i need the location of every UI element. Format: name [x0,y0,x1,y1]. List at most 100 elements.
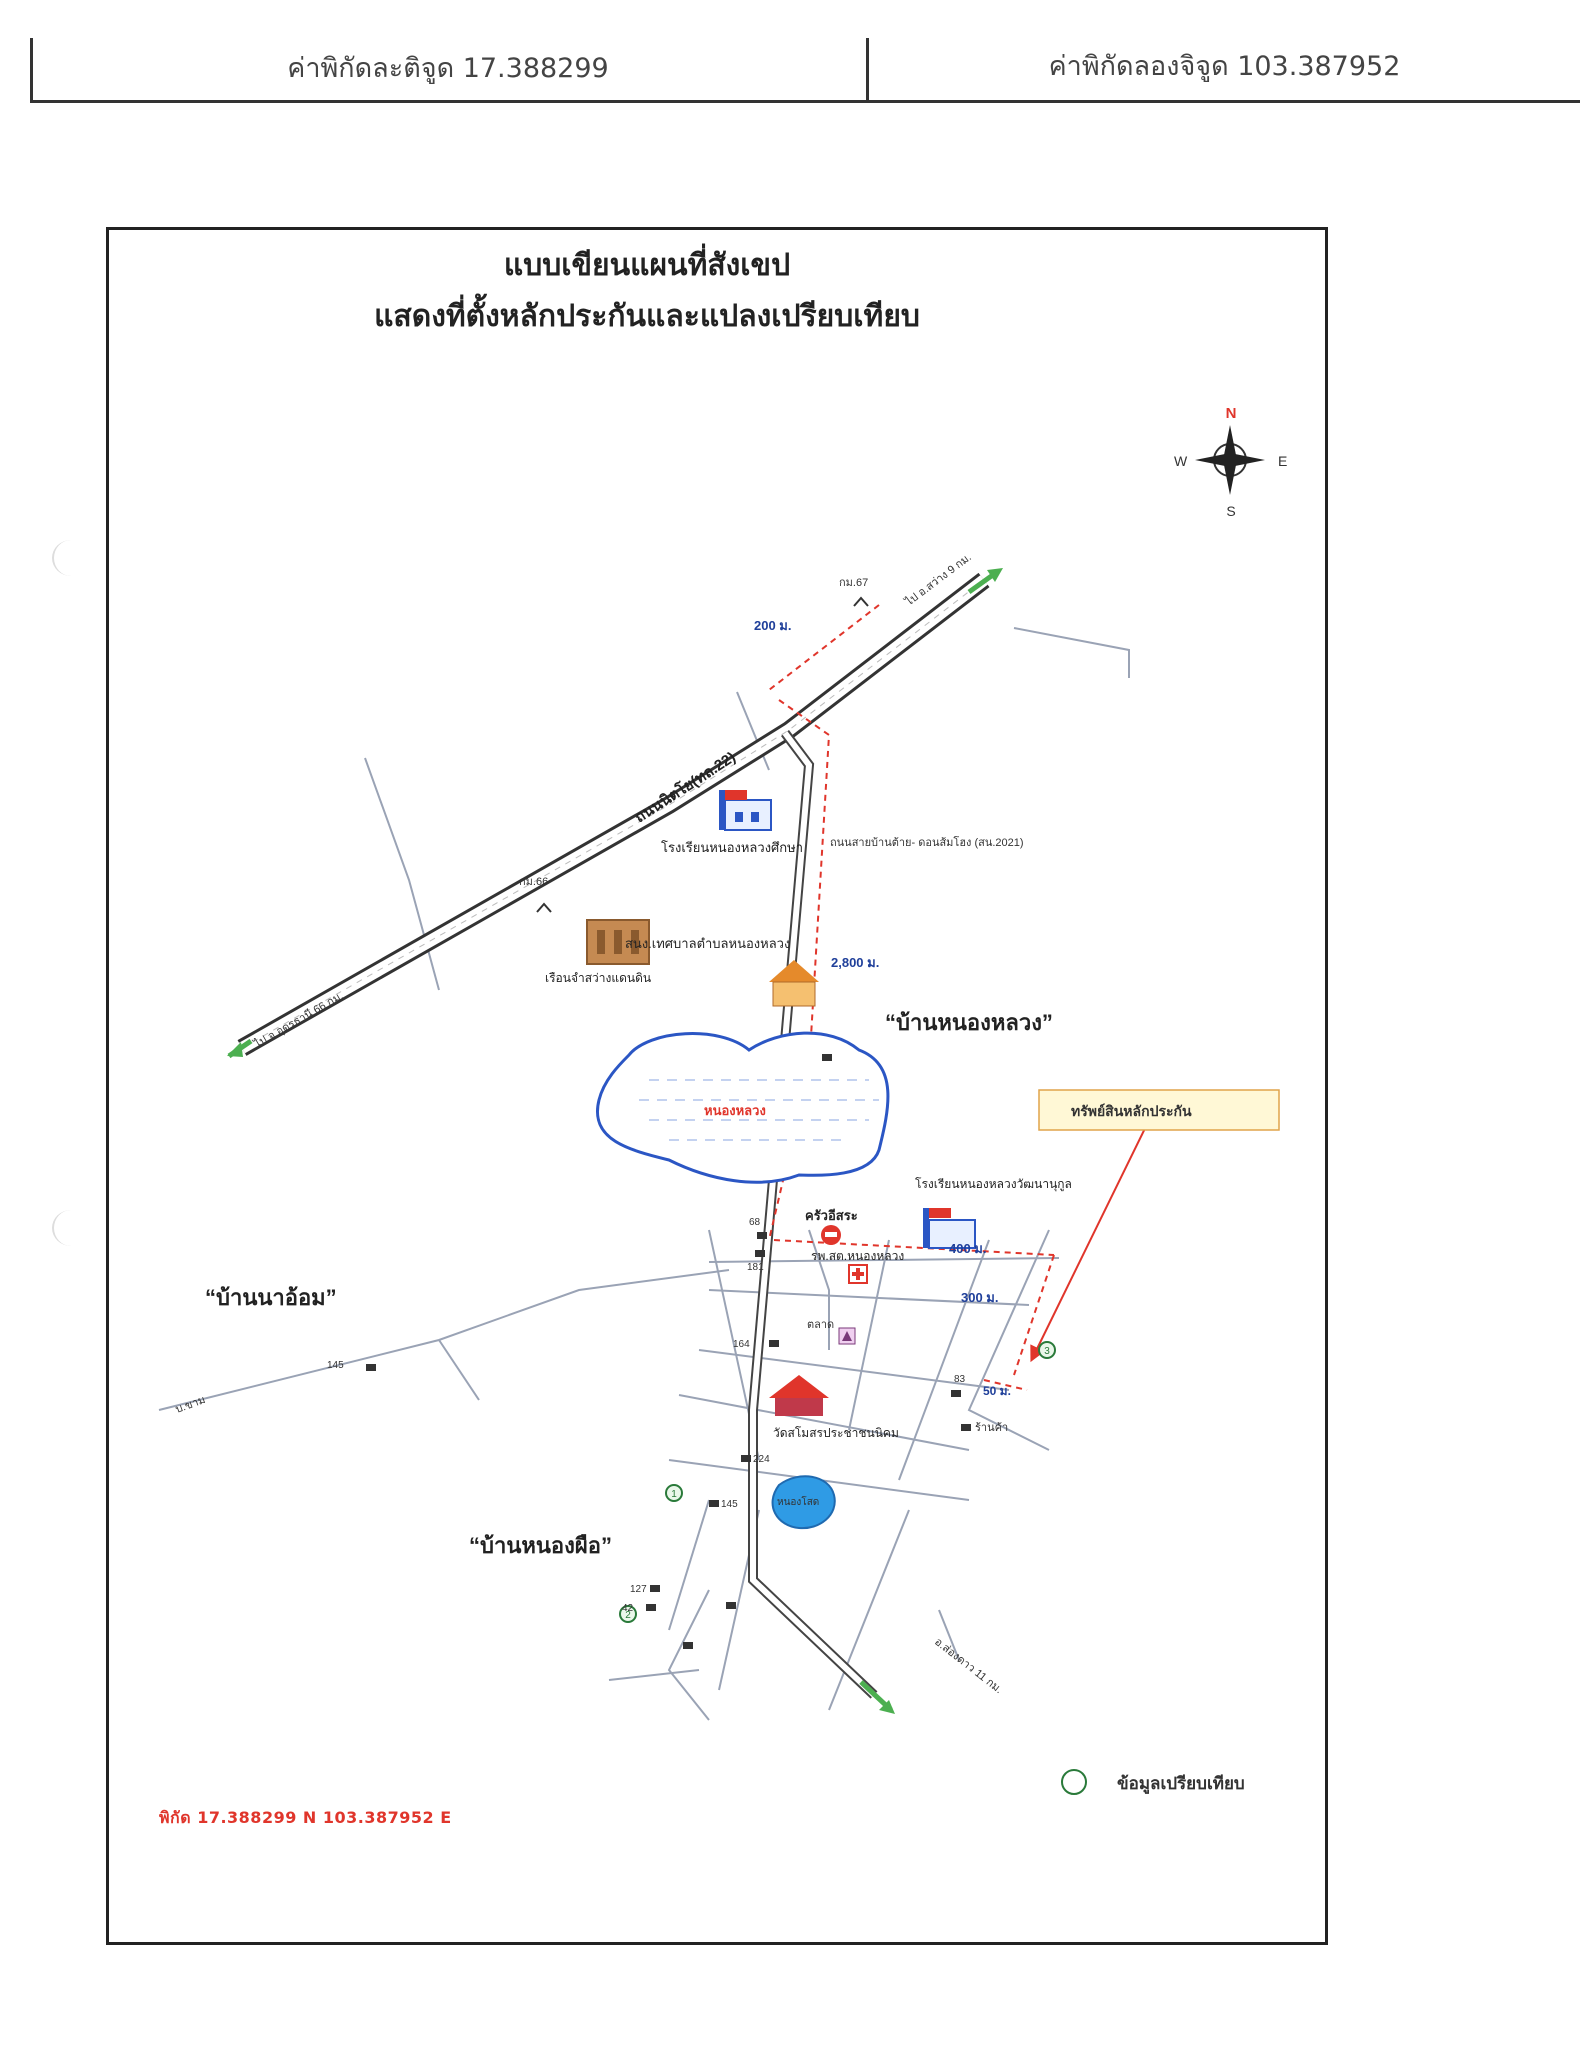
municipality-icon [769,960,819,1007]
road-to-bkham [158,1269,730,1411]
collateral-pointer [1030,1109,1155,1363]
local-road-label: ถนนสายบ้านต้าย- ดอนส้มโฮง (สน.2021) [830,835,1024,849]
header-divider [866,38,869,100]
legend-label: ข้อมูลเปรียบเทียบ [1117,1774,1245,1794]
comparison-marker-2-label: 2 [625,1610,631,1621]
highway-22 [237,572,990,1056]
house-164-label: 164 [733,1339,750,1350]
map-frame: แบบเขียนแผนที่สังเขป แสดงที่ตั้งหลักประก… [106,227,1328,1945]
house-42-icon [646,1604,656,1611]
village-naom-label: “บ้านนาอ้อม” [205,1285,337,1310]
compass-e-label: E [1278,453,1287,469]
cross-street-3 [848,1239,890,1431]
lake-label: หนองหลวง [704,1103,766,1118]
south-road-1 [668,1499,710,1631]
coordinate-note: พิกัด 17.388299 N 103.387952 E [159,1808,452,1827]
to-udon-label: ไป จ.อุดรธานี 66 กม. [251,989,345,1051]
route-400m [773,1239,1055,1256]
legend-comparison-icon [1061,1769,1087,1795]
lake-nonglaung [596,1031,890,1184]
comparison-markers [619,1341,1056,1623]
south-road-3 [667,1589,710,1721]
km67-marker-icon [853,596,869,607]
distance-50-label: 50 ม. [983,1384,1011,1398]
compass-icon [1195,425,1265,495]
arrow-to-udon-head [227,1042,243,1057]
house-markers [366,1054,971,1649]
house-south2-icon [683,1642,693,1649]
comparison-marker-1 [665,1484,683,1502]
map-subtitle: แสดงที่ตั้งหลักประกันและแปลงเปรียบเทียบ [374,299,920,334]
sketch-map: N S E W กม.67 ไป อ.สว่าง 9 กม. 200 ม. ถน… [158,405,1287,1721]
lake-water-lines [639,1079,879,1141]
collateral-box [1038,1089,1280,1131]
house-145b-label: 145 [721,1499,738,1510]
distance-2800-label: 2,800 ม. [831,955,879,970]
house-south-icon [726,1602,736,1609]
red-route [768,604,1055,1391]
street-3 [698,1349,1010,1391]
hospital-icon [848,1264,868,1284]
comparison-marker-3-label: 3 [1044,1346,1050,1357]
village-nongphue-label: “บ้านหนองผือ” [469,1533,612,1558]
arrow-to-songdao-head [879,1700,895,1714]
branch-to-naom [438,1339,480,1401]
cross-street-2 [808,1229,830,1350]
collateral-label: ทรัพย์สินหลักประกัน [1071,1103,1192,1119]
south-road-6 [608,1669,700,1681]
compass-w-label: W [1174,453,1188,469]
house-145a-icon [366,1364,376,1371]
punch-hole-top [52,540,90,576]
school-top-icon [719,790,772,831]
minor-road-ne [1013,627,1130,678]
school-wat-label: โรงเรียนหนองหลวงวัฒนานุกูล [915,1177,1072,1192]
km66-label: กม.66 [519,876,548,888]
south-road-4 [828,1509,910,1711]
route-200m [768,604,880,691]
school-wat-icon [923,1208,976,1249]
house-village-icon [822,1054,832,1061]
shop-label: ร้านค้า [975,1422,1008,1434]
temple-icon [769,1375,829,1416]
pond-nongsod [771,1475,836,1530]
route-50m [983,1379,1028,1391]
house-83-label: 83 [954,1374,966,1385]
house-181-icon [755,1250,765,1257]
house-164-icon [769,1340,779,1347]
comparison-marker-1-label: 1 [671,1489,677,1500]
cross-street-5 [967,1229,1050,1451]
comparison-marker-3 [1038,1341,1056,1359]
restaurant-icon [821,1225,841,1245]
comparison-marker-2 [619,1605,637,1623]
map-title: แบบเขียนแผนที่สังเขป [503,248,791,283]
distance-400-label: 400 ม. [949,1241,986,1256]
distance-300-label: 300 ม. [961,1290,998,1305]
to-bkham-label: บ.ขาม [174,1394,207,1416]
market-label: ตลาด [807,1319,834,1331]
header-left-edge [30,38,33,100]
km67-label: กม.67 [839,577,868,589]
house-224-label: 224 [753,1454,770,1465]
longitude-label: ค่าพิกัดลองจิจูด 103.387952 [1048,51,1401,82]
minor-roads [158,627,1130,1721]
km66-marker-icon [536,902,552,913]
punch-hole-bottom [52,1210,90,1246]
prison-label: เรือนจำสว่างแดนดิน [545,971,651,985]
south-road-5 [938,1609,960,1661]
latitude-label: ค่าพิกัดละติจูด 17.388299 [287,53,609,84]
house-181-label: 181 [747,1262,764,1273]
municipality-label: สนง.เทศบาลตำบลหนองหลวง [625,936,790,951]
compass-n-label: N [1226,405,1237,422]
arrow-to-sawang-head [987,568,1003,582]
restaurant-label: ครัวอีสระ [805,1208,858,1223]
house-224-icon [741,1455,751,1462]
house-127-icon [650,1585,660,1592]
house-145b-icon [709,1500,719,1507]
coordinate-header: ค่าพิกัดละติจูด 17.388299 ค่าพิกัดลองจิจ… [30,38,1580,103]
distance-200-label: 200 ม. [754,618,791,633]
minor-road-north [736,691,770,771]
school-top-label: โรงเรียนหนองหลวงศึกษา [661,840,803,855]
cross-street-4 [898,1239,990,1481]
house-127-label: 127 [630,1584,647,1595]
house-68-label: 68 [749,1217,761,1228]
